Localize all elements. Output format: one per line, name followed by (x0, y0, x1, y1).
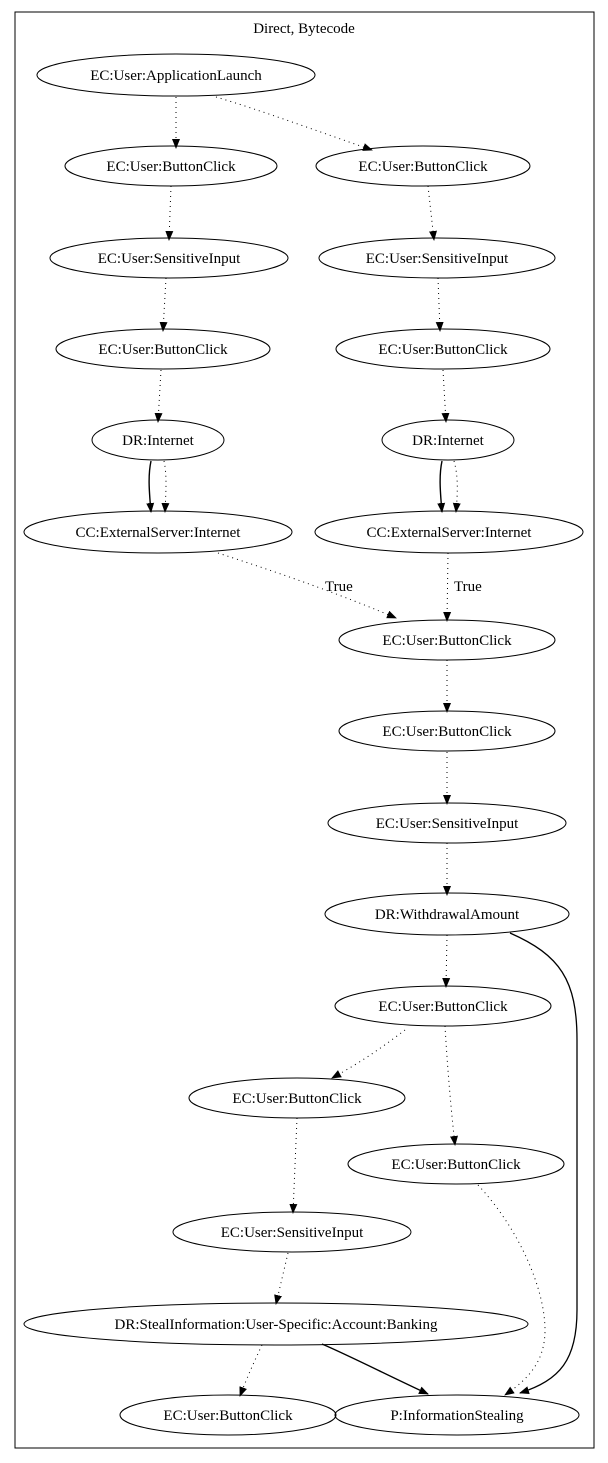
svg-text:EC:User:SensitiveInput: EC:User:SensitiveInput (221, 1225, 364, 1241)
edge-n18-n22 (477, 1184, 546, 1396)
svg-text:DR:Internet: DR:Internet (412, 433, 484, 449)
node-button-click-right-2: EC:User:ButtonClick (335, 328, 551, 370)
node-button-click-left-2: EC:User:ButtonClick (55, 328, 271, 370)
svg-text:DR:WithdrawalAmount: DR:WithdrawalAmount (375, 907, 520, 923)
svg-text:EC:User:ButtonClick: EC:User:ButtonClick (98, 342, 228, 358)
node-button-click-4: EC:User:ButtonClick (334, 985, 552, 1027)
node-button-click-left-1: EC:User:ButtonClick (64, 145, 278, 187)
node-information-stealing: P:InformationStealing (334, 1394, 580, 1436)
edge-n17-n19 (289, 1117, 298, 1214)
edge-n8-n10-dotted (161, 460, 170, 513)
svg-text:DR:StealInformation:User-Speci: DR:StealInformation:User-Specific:Accoun… (115, 1317, 438, 1333)
edge-n15-n16 (442, 934, 451, 988)
node-internet-right: DR:Internet (381, 419, 515, 461)
svg-text:CC:ExternalServer:Internet: CC:ExternalServer:Internet (367, 525, 533, 541)
edges (146, 96, 578, 1397)
svg-text:DR:Internet: DR:Internet (122, 433, 194, 449)
edge-n9-n11-dotted (452, 460, 461, 513)
node-button-click-3: EC:User:ButtonClick (338, 710, 556, 752)
edge-n6-n8 (154, 369, 163, 423)
svg-text:EC:User:ButtonClick: EC:User:ButtonClick (378, 342, 508, 358)
svg-text:EC:User:ButtonClick: EC:User:ButtonClick (382, 724, 512, 740)
edge-n3-n5 (427, 185, 437, 241)
edge-n1-n3 (215, 96, 373, 151)
node-sensitive-input-left-1: EC:User:SensitiveInput (49, 237, 289, 279)
nodes: EC:User:ApplicationLaunch EC:User:Button… (23, 53, 584, 1436)
node-withdrawal-amount: DR:WithdrawalAmount (324, 892, 570, 936)
cluster-box (14, 11, 595, 1449)
svg-text:EC:User:SensitiveInput: EC:User:SensitiveInput (98, 251, 241, 267)
edge-n10-n12 (217, 552, 397, 619)
node-button-click-5: EC:User:ButtonClick (188, 1077, 406, 1119)
node-sensitive-input-right-1: EC:User:SensitiveInput (318, 237, 556, 279)
edge-n7-n9 (441, 369, 450, 423)
svg-text:EC:User:ButtonClick: EC:User:ButtonClick (358, 159, 488, 175)
svg-text:CC:ExternalServer:Internet: CC:ExternalServer:Internet (76, 525, 242, 541)
node-button-click-merge: EC:User:ButtonClick (338, 619, 556, 661)
edge-n5-n7 (435, 277, 444, 332)
node-button-click-right-1: EC:User:ButtonClick (315, 145, 531, 187)
node-external-server-right: CC:ExternalServer:Internet (314, 510, 584, 554)
svg-text:EC:User:ButtonClick: EC:User:ButtonClick (391, 1157, 521, 1173)
edge-n2-n4 (165, 185, 174, 241)
svg-text:EC:User:SensitiveInput: EC:User:SensitiveInput (376, 816, 519, 832)
node-steal-information: DR:StealInformation:User-Specific:Accoun… (23, 1302, 529, 1346)
cluster-title: Direct, Bytecode (253, 21, 355, 37)
svg-text:EC:User:ButtonClick: EC:User:ButtonClick (163, 1408, 293, 1424)
edge-n19-n20 (274, 1252, 289, 1305)
svg-text:EC:User:ButtonClick: EC:User:ButtonClick (382, 633, 512, 649)
svg-text:EC:User:SensitiveInput: EC:User:SensitiveInput (366, 251, 509, 267)
node-external-server-left: CC:ExternalServer:Internet (23, 510, 293, 554)
node-button-click-6: EC:User:ButtonClick (347, 1143, 565, 1185)
node-sensitive-input-2: EC:User:SensitiveInput (327, 802, 567, 844)
edge-n20-n21 (239, 1344, 263, 1397)
node-application-launch: EC:User:ApplicationLaunch (36, 53, 316, 97)
edge-n20-n22 (321, 1343, 429, 1395)
edge-n4-n6 (159, 277, 168, 332)
edge-n16-n17 (331, 1029, 406, 1079)
svg-text:P:InformationStealing: P:InformationStealing (390, 1408, 524, 1424)
edge-n9-n11-solid (437, 460, 446, 513)
svg-text:EC:User:ButtonClick: EC:User:ButtonClick (106, 159, 236, 175)
edge-n11-n12 (443, 552, 452, 622)
edge-label-true-left: True (325, 579, 353, 595)
node-internet-left: DR:Internet (91, 419, 225, 461)
edge-n8-n10-solid (146, 460, 155, 513)
node-button-click-7: EC:User:ButtonClick (119, 1394, 337, 1436)
edge-n16-n18 (444, 1025, 458, 1146)
svg-text:EC:User:ApplicationLaunch: EC:User:ApplicationLaunch (90, 68, 262, 84)
svg-text:EC:User:ButtonClick: EC:User:ButtonClick (378, 999, 508, 1015)
svg-text:EC:User:ButtonClick: EC:User:ButtonClick (232, 1091, 362, 1107)
node-sensitive-input-3: EC:User:SensitiveInput (172, 1211, 412, 1253)
edge-label-true-right: True (454, 579, 482, 595)
edge-n15-n22 (509, 932, 578, 1395)
